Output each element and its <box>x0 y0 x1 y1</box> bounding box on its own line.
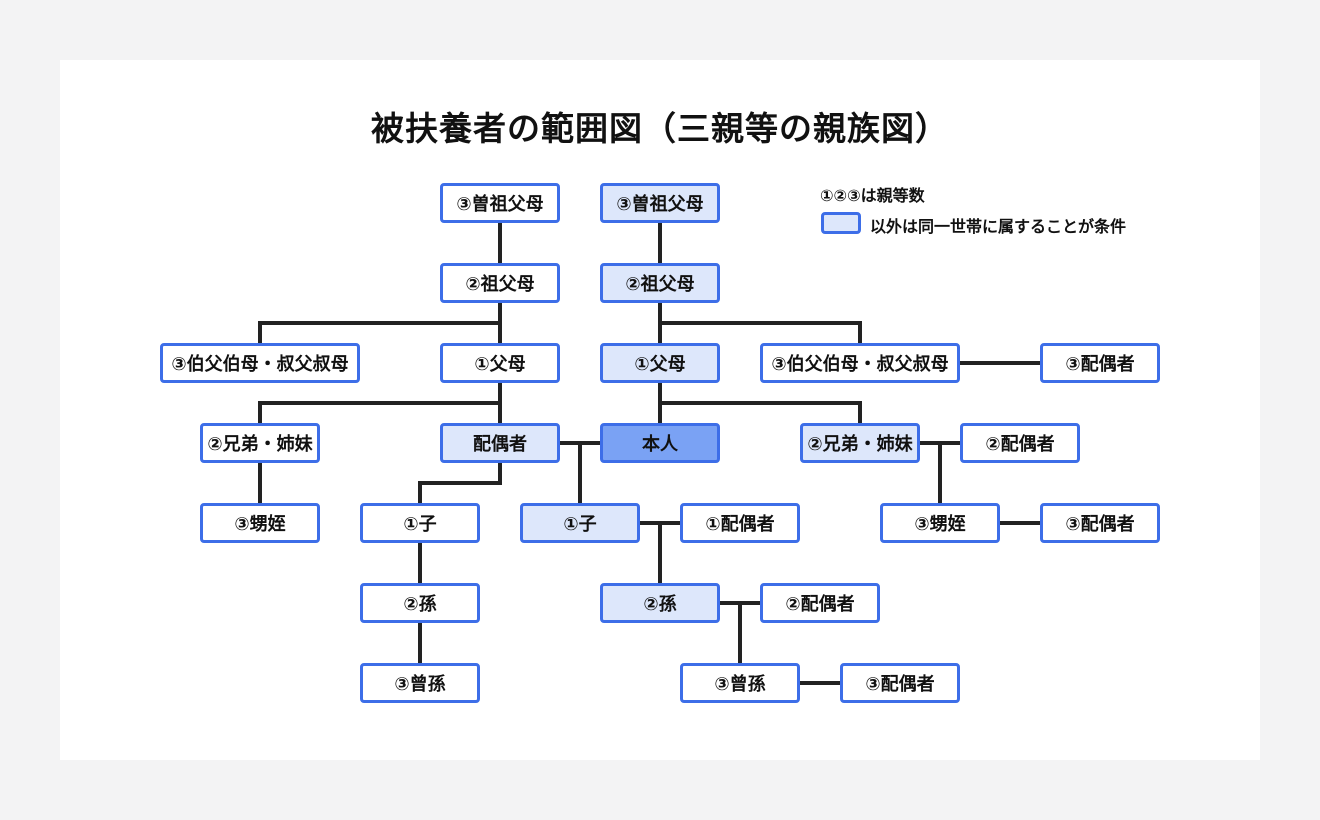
node-great-grandparents: ③曽祖父母 <box>600 183 720 223</box>
node-grandchild-spouse-line: ②孫 <box>360 583 480 623</box>
node-siblings: ②兄弟・姉妹 <box>800 423 920 463</box>
node-nephews-spouse-side: ③甥姪 <box>200 503 320 543</box>
node-grandparents-spouse-side: ②祖父母 <box>440 263 560 303</box>
node-self: 本人 <box>600 423 720 463</box>
node-grandchild-spouse: ②配偶者 <box>760 583 880 623</box>
node-uncles-aunts-spouse-side: ③伯父伯母・叔父叔母 <box>160 343 360 383</box>
legend-swatch-note: 以外は同一世帯に属することが条件 <box>870 217 1127 236</box>
node-uncles-aunts-spouse: ③配偶者 <box>1040 343 1160 383</box>
node-nephews: ③甥姪 <box>880 503 1000 543</box>
legend-degree-note: ①②③は親等数 <box>820 186 925 205</box>
node-great-grandchild: ③曾孫 <box>680 663 800 703</box>
node-grandchild: ②孫 <box>600 583 720 623</box>
node-great-grandparents-spouse-side: ③曽祖父母 <box>440 183 560 223</box>
node-spouse: 配偶者 <box>440 423 560 463</box>
node-child: ①子 <box>520 503 640 543</box>
node-child-spouse: ①配偶者 <box>680 503 800 543</box>
node-child-spouse-line: ①子 <box>360 503 480 543</box>
node-uncles-aunts: ③伯父伯母・叔父叔母 <box>760 343 960 383</box>
node-great-grandchild-spouse-line: ③曾孫 <box>360 663 480 703</box>
node-grandparents: ②祖父母 <box>600 263 720 303</box>
node-siblings-spouse: ②配偶者 <box>960 423 1080 463</box>
node-nephews-spouse: ③配偶者 <box>1040 503 1160 543</box>
node-parents-spouse-side: ①父母 <box>440 343 560 383</box>
node-siblings-spouse-side: ②兄弟・姉妹 <box>200 423 320 463</box>
page-title: 被扶養者の範囲図（三親等の親族図） <box>371 109 949 148</box>
node-parents: ①父母 <box>600 343 720 383</box>
legend-swatch <box>821 212 861 234</box>
node-great-grandchild-spouse: ③配偶者 <box>840 663 960 703</box>
